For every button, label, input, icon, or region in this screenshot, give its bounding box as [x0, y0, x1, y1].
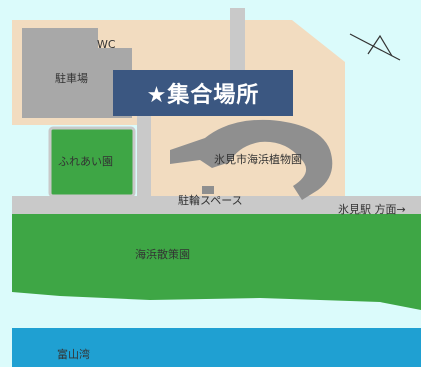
fureai-park-label: ふれあい園: [58, 155, 113, 168]
parking-label: 駐車場: [55, 72, 88, 85]
himi-station-label: 氷見駅 方面→: [338, 203, 406, 216]
road-main: [12, 196, 421, 214]
toyama-bay-area: [12, 328, 421, 367]
building-annex: [202, 186, 214, 194]
meeting-point-banner: ★集合場所: [113, 70, 293, 116]
beach-park-label: 海浜散策園: [135, 248, 190, 261]
botanical-garden-building: [170, 119, 333, 200]
fureai-park-area: [48, 126, 136, 198]
beach-park-area: [12, 214, 421, 310]
wc-label: WC: [97, 38, 116, 51]
bicycle-parking-label: 駐輪スペース: [178, 194, 243, 207]
botanical-garden-label: 氷見市海浜植物園: [214, 153, 302, 166]
north-arrow-icon: [349, 33, 401, 61]
road-center: [137, 116, 151, 200]
toyama-bay-label: 富山湾: [57, 348, 90, 361]
parking-lot: [22, 28, 132, 118]
road-north: [230, 8, 245, 70]
